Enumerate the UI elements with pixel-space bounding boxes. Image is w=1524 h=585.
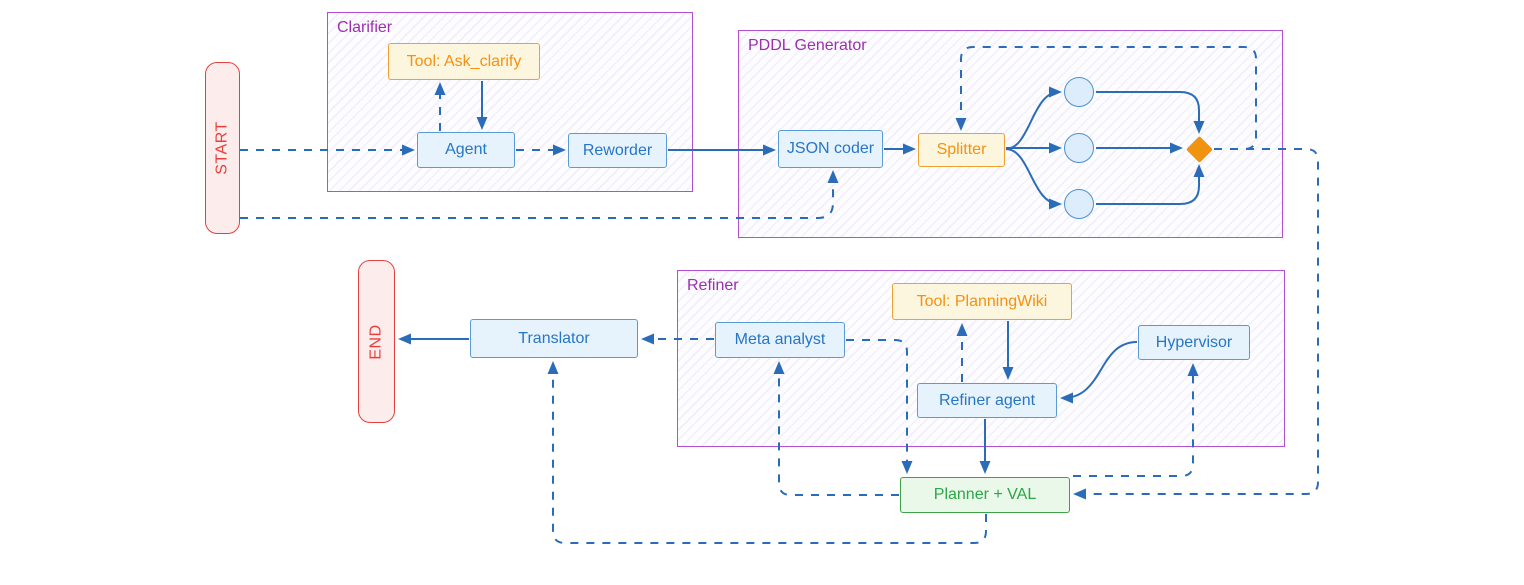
node-end: END [358,260,395,423]
node-agent: Agent [417,132,515,168]
node-json-coder: JSON coder [778,130,883,168]
node-tool-planningwiki-label: Tool: PlanningWiki [916,292,1048,310]
node-meta-analyst: Meta analyst [715,322,845,358]
node-tool-ask-clarify-label: Tool: Ask_clarify [406,52,522,70]
node-tool-planningwiki: Tool: PlanningWiki [892,283,1072,320]
node-planner-val-label: Planner + VAL [933,486,1037,503]
container-refiner-label: Refiner [687,277,739,294]
node-tool-ask-clarify: Tool: Ask_clarify [388,43,540,80]
node-meta-analyst-label: Meta analyst [734,331,826,348]
node-json-coder-label: JSON coder [786,140,875,157]
node-refiner-agent-label: Refiner agent [938,391,1036,409]
node-reworder: Reworder [568,133,667,168]
worker-circle-3 [1064,189,1094,219]
node-refiner-agent: Refiner agent [917,383,1057,418]
container-clarifier-label: Clarifier [337,19,393,36]
node-end-label: END [367,323,385,360]
node-agent-label: Agent [445,141,487,158]
node-planner-val: Planner + VAL [900,477,1070,513]
node-hypervisor-label: Hypervisor [1155,333,1233,351]
container-pddl-generator-label: PDDL Generator [748,37,867,54]
node-splitter: Splitter [918,133,1005,167]
node-translator: Translator [470,319,638,358]
node-splitter-label: Splitter [936,141,987,158]
worker-circle-2 [1064,133,1094,163]
worker-circle-1 [1064,77,1094,107]
container-clarifier: Clarifier [327,12,693,192]
node-start: START [205,62,240,234]
node-hypervisor: Hypervisor [1138,325,1250,360]
node-translator-label: Translator [518,329,590,347]
node-start-label: START [213,121,231,175]
node-reworder-label: Reworder [582,141,653,159]
